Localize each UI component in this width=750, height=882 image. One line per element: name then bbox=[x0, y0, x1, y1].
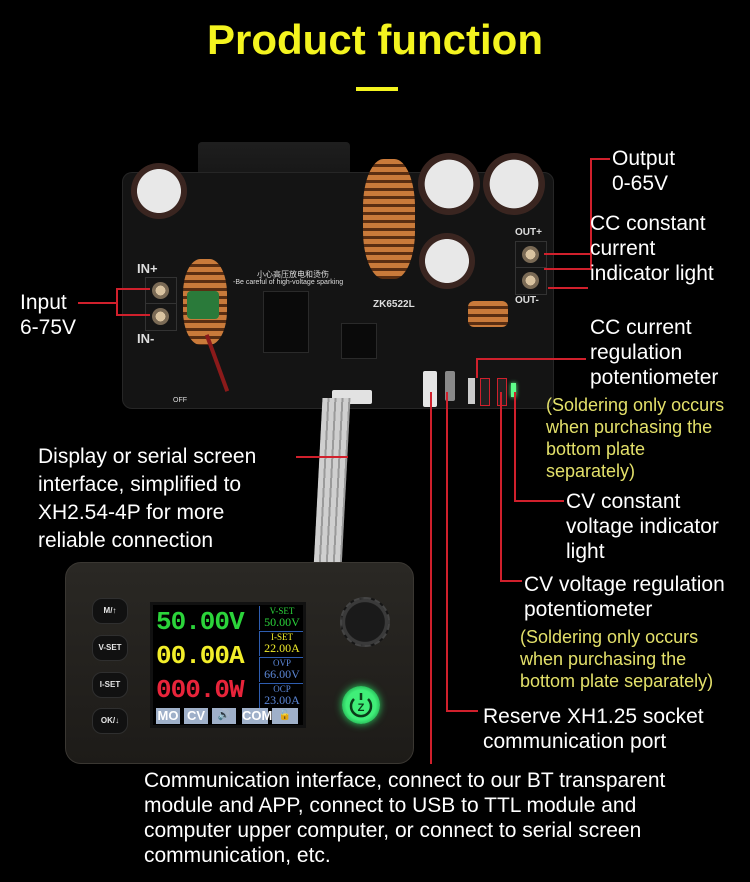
warning-english: -Be careful of high-voltage sparking bbox=[233, 279, 344, 286]
leader-line bbox=[500, 580, 522, 582]
chip bbox=[263, 291, 309, 353]
capacitor bbox=[483, 153, 545, 215]
power-icon: Z bbox=[349, 693, 373, 718]
divider bbox=[259, 657, 303, 658]
speaker-icon: 🔊 bbox=[212, 708, 236, 724]
ovp-panel: OVP 66.00V bbox=[259, 658, 304, 682]
model-label: ZK6522L bbox=[373, 299, 415, 310]
label-communication-interface: Communication interface, connect to our … bbox=[144, 769, 666, 867]
leader-line bbox=[548, 287, 588, 289]
vset-panel: V-SET 50.00V bbox=[259, 606, 304, 630]
label-cv-potentiometer: CV voltage regulation potentiometer bbox=[524, 573, 725, 621]
cv-potentiometer-pads bbox=[497, 378, 507, 406]
power-button[interactable]: Z bbox=[342, 686, 380, 724]
xh2-connector bbox=[423, 371, 437, 407]
green-capacitor bbox=[187, 291, 219, 319]
lcd-screen: 50.00V 00.00A 000.0W V-SET 50.00V I-SET … bbox=[150, 602, 306, 728]
small-inductor bbox=[468, 301, 508, 327]
iset-value: 22.00A bbox=[264, 641, 300, 655]
leader-line bbox=[544, 268, 592, 270]
leader-line bbox=[446, 710, 478, 712]
chip bbox=[341, 323, 377, 359]
cc-indicator-led bbox=[468, 378, 475, 404]
output-voltage: 50.00V bbox=[156, 607, 245, 637]
note-cv-soldering: (Soldering only occurs when purchasing t… bbox=[520, 627, 714, 691]
ocp-panel: OCP 23.00A bbox=[259, 684, 304, 708]
label-reserve-port: Reserve XH1.25 socket communication port bbox=[483, 705, 704, 753]
leader-line bbox=[514, 392, 516, 502]
ok-down-button[interactable]: OK/↓ bbox=[92, 708, 128, 734]
red-wire bbox=[204, 334, 230, 392]
in-plus-label: IN+ bbox=[137, 261, 158, 276]
inductor-coil bbox=[363, 159, 415, 279]
ovp-value: 66.00V bbox=[264, 667, 300, 681]
out-plus-label: OUT+ bbox=[515, 227, 542, 238]
leader-line bbox=[544, 253, 592, 255]
leader-line bbox=[296, 456, 348, 458]
label-cc-potentiometer: CC current regulation potentiometer bbox=[590, 316, 719, 389]
output-current: 00.00A bbox=[156, 641, 245, 671]
divider bbox=[259, 683, 303, 684]
encoder-knob[interactable] bbox=[340, 597, 390, 647]
label-cv-indicator-light: CV constant voltage indicator light bbox=[566, 490, 719, 563]
input-terminal-plus bbox=[145, 277, 177, 305]
leader-line bbox=[590, 158, 610, 160]
leader-line bbox=[430, 392, 432, 764]
xh125-socket bbox=[445, 371, 455, 401]
leader-line bbox=[78, 302, 118, 304]
status-mode: MO bbox=[156, 708, 180, 724]
label-cc-indicator-light: CC constant current indicator light bbox=[590, 212, 714, 285]
out-minus-label: OUT- bbox=[515, 295, 539, 306]
page-title: Product function bbox=[207, 16, 543, 63]
leader-line bbox=[116, 288, 150, 290]
switch-label: OFF bbox=[173, 397, 187, 404]
leader-line bbox=[514, 500, 564, 502]
iset-button[interactable]: I-SET bbox=[92, 672, 128, 698]
cv-indicator-led bbox=[511, 383, 516, 397]
ocp-value: 23.00A bbox=[264, 693, 300, 707]
input-terminal-minus bbox=[145, 303, 177, 331]
label-display-interface: Display or serial screen interface, simp… bbox=[38, 445, 257, 552]
iset-panel: I-SET 22.00A bbox=[259, 632, 304, 656]
output-terminal-minus bbox=[515, 267, 547, 295]
vset-value: 50.00V bbox=[264, 615, 300, 629]
leader-line bbox=[500, 392, 502, 582]
in-minus-label: IN- bbox=[137, 331, 155, 346]
mode-up-button[interactable]: M/↑ bbox=[92, 598, 128, 624]
label-output: Output 0-65V bbox=[612, 147, 676, 195]
unlock-icon: 🔓 bbox=[272, 708, 298, 724]
output-power: 000.0W bbox=[156, 675, 245, 705]
divider bbox=[259, 631, 303, 632]
status-com: COM bbox=[242, 708, 273, 724]
leader-line bbox=[476, 358, 478, 378]
label-input: Input 6-75V bbox=[20, 291, 77, 339]
title-underline bbox=[356, 87, 398, 91]
output-terminal-plus bbox=[515, 241, 547, 269]
leader-line bbox=[446, 392, 448, 712]
vset-button[interactable]: V-SET bbox=[92, 635, 128, 661]
capacitor bbox=[418, 153, 480, 215]
note-cc-soldering: (Soldering only occurs when purchasing t… bbox=[546, 395, 725, 481]
svg-text:Z: Z bbox=[358, 702, 365, 714]
leader-line bbox=[590, 158, 592, 268]
leader-line bbox=[116, 288, 118, 316]
capacitor bbox=[131, 163, 187, 219]
warning-chinese: 小心高压放电和烫伤 bbox=[257, 270, 329, 279]
capacitor bbox=[419, 233, 475, 289]
status-cv: CV bbox=[184, 708, 208, 724]
pcb-board: IN+ IN- OUT+ OUT- 小心高压放电和烫伤 -Be careful … bbox=[122, 153, 554, 409]
ribbon-cable bbox=[313, 398, 351, 568]
cc-potentiometer-pads bbox=[480, 378, 490, 406]
leader-line bbox=[116, 314, 150, 316]
leader-line bbox=[476, 358, 586, 360]
